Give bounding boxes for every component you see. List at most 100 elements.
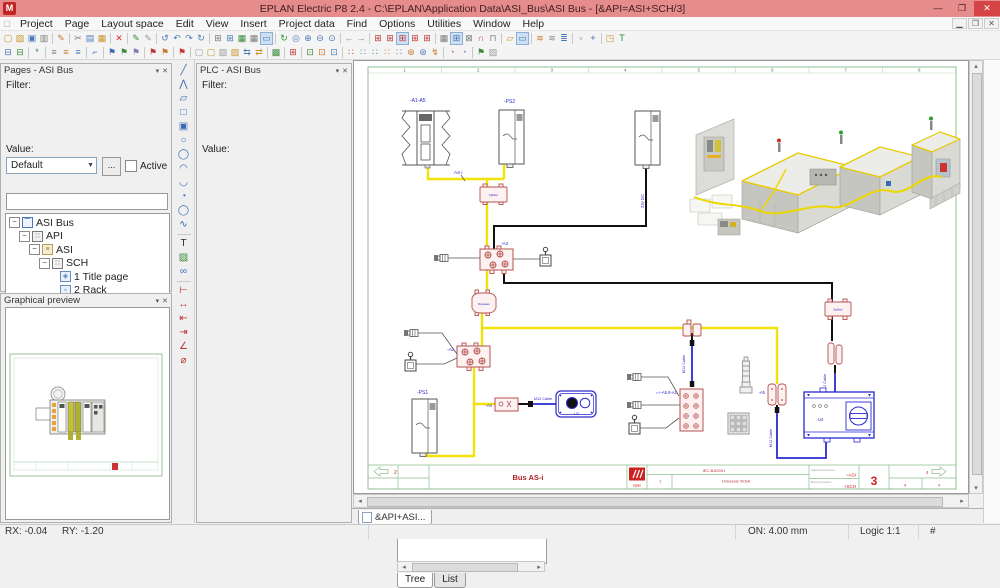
tree-expander[interactable]: − [9,217,20,229]
import-icon[interactable]: ⇆ [243,47,251,57]
flag-purple-icon[interactable]: ⚑ [131,47,141,57]
undo-history-icon[interactable]: ↺ [161,33,169,43]
pages-panel-header[interactable]: Pages - ASI Bus ▾✕ [1,64,171,77]
menu-item[interactable]: Page [64,17,90,30]
address-d-icon[interactable]: ∷ [384,47,390,57]
pin-icon[interactable]: ▾ [155,68,160,75]
menu-item[interactable]: Options [379,17,416,30]
rectangle-tool-icon[interactable]: □ [180,107,187,118]
device-ps2[interactable] [498,109,525,168]
workbook-icon[interactable]: ▭ [260,31,273,45]
menu-item[interactable]: Window [473,17,511,30]
restore-button[interactable]: ❐ [957,3,967,13]
scroll-right-icon[interactable]: ▸ [960,498,964,505]
sheet-tab[interactable]: &API+ASI... [358,510,433,525]
arc-tool-icon[interactable]: ◠ [179,163,188,174]
new-page-icon[interactable]: ▢ [206,47,216,57]
circle-tool-icon[interactable]: ○ [180,135,187,146]
zoom-in-icon[interactable]: ⊕ [304,33,312,43]
device-a5[interactable] [767,383,787,406]
pages-filter-select[interactable]: Default▼ [6,157,97,174]
m12-blue-cable[interactable] [530,344,836,459]
symbol-icon[interactable]: * [35,47,39,57]
minimize-button[interactable]: — [933,3,943,13]
page-properties-icon[interactable]: ▣ [27,33,37,43]
menu-item[interactable]: View [205,17,229,30]
dim-radius-icon[interactable]: ⌀ [180,355,187,366]
device-u4[interactable] [803,387,875,443]
print-icon[interactable]: ▥ [39,33,49,43]
bus-data-b-icon[interactable]: ⊡ [318,47,326,57]
address-c-icon[interactable]: ∷ [372,47,378,57]
close-icon[interactable]: ✕ [162,68,168,75]
dim-incremental-icon[interactable]: ⇥ [179,327,188,338]
grid-display-icon[interactable]: ▦ [439,33,449,43]
drawing-vscrollbar[interactable]: ▴ ▾ [969,60,983,494]
menu-item[interactable]: Project [20,17,53,30]
menu-item[interactable]: Edit [175,17,194,30]
copy-page-icon[interactable]: ▢ [194,47,204,57]
device-a2[interactable] [456,342,491,371]
message-a-icon[interactable]: ◔ [449,47,455,57]
navigator-a-icon[interactable]: ⊞ [214,33,222,43]
grid-1-icon[interactable]: ⊞ [374,33,382,43]
close-icon[interactable]: ✕ [342,68,348,75]
pin-icon[interactable]: ▾ [335,68,340,75]
grid-5-icon[interactable]: ⊞ [423,33,431,43]
drawing-hscrollbar[interactable]: ◂ ▸ [353,494,969,508]
settings-wrench-icon[interactable]: ✎ [57,33,65,43]
delete-icon[interactable]: ✕ [115,33,123,43]
redo-history-icon[interactable]: ↻ [197,33,205,43]
dim-continued-icon[interactable]: ↔ [178,299,189,310]
polygon-tool-icon[interactable]: ▱ [179,93,188,104]
device-a58[interactable] [679,388,704,432]
open-icon[interactable]: ▧ [15,33,25,43]
hyperlink-tool-icon[interactable]: ∞ [179,266,188,277]
cable-navigator-icon[interactable]: ≡ [63,47,69,57]
pages-filter-browse-button[interactable]: ... [102,157,121,176]
tree-expander[interactable]: − [19,230,30,242]
scroll-up-icon[interactable]: ▴ [974,63,978,70]
format-copy-icon[interactable]: ✎ [144,33,152,43]
menu-item[interactable]: Find [346,17,368,30]
insert-device-icon[interactable]: ⚑ [160,47,170,57]
page-list-icon[interactable]: ⊟ [16,47,24,57]
open-page-icon[interactable]: ▧ [218,47,228,57]
tree-expander[interactable]: − [39,257,50,269]
forward-icon[interactable]: → [356,33,366,43]
mdi-control-icon[interactable]: ❐ [968,18,983,29]
sync-a-icon[interactable]: ⊛ [407,47,415,57]
scroll-down-icon[interactable]: ▾ [974,485,978,492]
delete-placement-icon[interactable]: ⚑ [177,47,187,57]
zoom-window-icon[interactable]: ◎ [292,33,300,43]
flag-red-icon[interactable]: ⚑ [148,47,158,57]
dim-baseline-icon[interactable]: ⇤ [179,313,188,324]
polyline-tool-icon[interactable]: ⋀ [179,79,188,90]
terminal-navigator-icon[interactable]: ≡ [75,47,81,57]
menu-item[interactable]: Utilities [427,17,462,30]
redraw-icon[interactable]: ↻ [280,33,288,43]
device-splitter-right[interactable] [824,298,852,320]
mdi-control-icon[interactable]: ▁ [952,18,967,29]
export-icon[interactable]: ⇄ [255,47,263,57]
device-a4[interactable] [494,397,519,412]
cut-icon[interactable]: ✂ [74,33,82,43]
dim-linear-icon[interactable]: ⊢ [179,285,188,296]
menu-item[interactable]: Project data [278,17,335,30]
rectangle-center-tool-icon[interactable]: ▣ [178,121,189,132]
text-mode-icon[interactable]: T [619,33,625,43]
device-u2[interactable] [555,390,597,418]
navigator-b-icon[interactable]: ⊞ [226,33,234,43]
window-tile-icon[interactable]: ▭ [516,31,529,45]
hatch-icon[interactable]: ▨ [488,47,498,57]
device-ps1[interactable] [411,398,438,457]
bus-data-a-icon[interactable]: ⊡ [306,47,314,57]
tree-item[interactable]: ◈1 Title page [6,270,169,284]
point-icon[interactable]: ▫ [579,33,583,43]
page-tree-icon[interactable]: ⊟ [4,47,12,57]
image-icon[interactable]: ▩ [271,47,281,57]
connection-icon[interactable]: ⌐ [92,47,98,57]
address-e-icon[interactable]: ∷ [396,47,402,57]
flag-green-icon[interactable]: ⚑ [119,47,129,57]
